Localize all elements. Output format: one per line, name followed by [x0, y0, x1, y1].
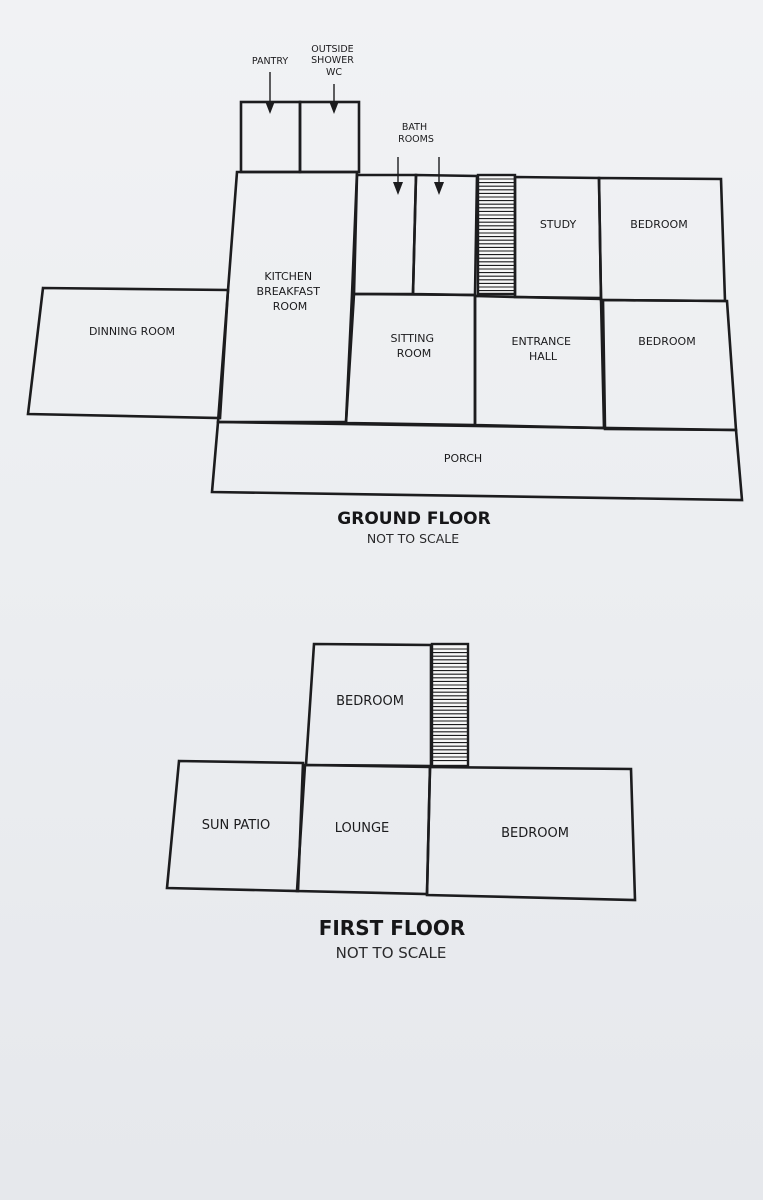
study-label: STUDY [540, 218, 577, 231]
kitchen-label: KITCHEN BREAKFAST ROOM [257, 270, 324, 313]
bedroom-right-room [601, 298, 738, 432]
first-floor-plan: BEDROOM SUN PATIO LOUNGE BEDROOM FIRST F… [165, 642, 637, 962]
outside-shower-line-2: SHOWER [311, 55, 354, 66]
sitting-room-label: SITTING ROOM [391, 332, 438, 360]
ground-staircase-treads [479, 178, 514, 292]
ground-staircase [476, 173, 517, 296]
first-floor-bedroom-upper-label: BEDROOM [336, 694, 404, 709]
first-floor-staircase [430, 642, 470, 768]
bedroom-right-label: BEDROOM [638, 335, 695, 348]
bath-rooms-label: BATH ROOMS [398, 122, 434, 145]
shower-arrow-icon [329, 84, 339, 114]
first-floor-bedroom-right-room [425, 765, 637, 902]
entrance-hall-line-2: HALL [529, 350, 558, 363]
sitting-room-line-2: ROOM [397, 347, 431, 360]
kitchen-line-2: BREAKFAST [257, 285, 321, 298]
porch-room [210, 420, 744, 502]
first-floor-title: FIRST FLOOR [319, 916, 466, 940]
first-floor-scale-note: NOT TO SCALE [336, 944, 447, 962]
pantry-arrow-icon [265, 72, 275, 114]
outside-shower-wc-label: OUTSIDE SHOWER WC [311, 44, 357, 78]
kitchen-line-3: ROOM [273, 300, 307, 313]
first-floor-staircase-treads [433, 648, 467, 762]
entrance-hall-line-1: ENTRANCE [512, 335, 572, 348]
bedroom-top-right-room [597, 176, 727, 303]
ground-floor-plan: PANTRY OUTSIDE SHOWER WC BATH ROOMS KITC… [26, 44, 744, 546]
bath-room-2 [411, 173, 479, 297]
entrance-hall-label: ENTRANCE HALL [512, 335, 575, 363]
dining-room [26, 286, 230, 420]
dining-room-label: DINNING ROOM [89, 325, 175, 338]
lounge-label: LOUNGE [335, 821, 390, 836]
pantry-label: PANTRY [252, 56, 289, 67]
bath-rooms-line-2: ROOMS [398, 134, 434, 145]
outside-shower-line-1: OUTSIDE [311, 44, 353, 55]
outside-shower-wc-room [298, 100, 361, 174]
study-room [513, 175, 603, 300]
bath-rooms-line-1: BATH [402, 122, 427, 133]
porch-label: PORCH [444, 452, 482, 465]
bedroom-top-right-label: BEDROOM [630, 218, 687, 231]
first-floor-bedroom-right-label: BEDROOM [501, 826, 569, 841]
kitchen-line-1: KITCHEN [264, 270, 312, 283]
sun-patio-label: SUN PATIO [202, 818, 271, 833]
ground-floor-title: GROUND FLOOR [337, 509, 490, 529]
sitting-room-line-1: SITTING [391, 332, 434, 345]
bath-room-1 [352, 173, 418, 296]
bathroom-1-arrow-icon [393, 157, 403, 195]
outside-shower-line-3: WC [326, 67, 342, 78]
bathroom-2-arrow-icon [434, 157, 444, 195]
ground-floor-scale-note: NOT TO SCALE [367, 531, 459, 546]
